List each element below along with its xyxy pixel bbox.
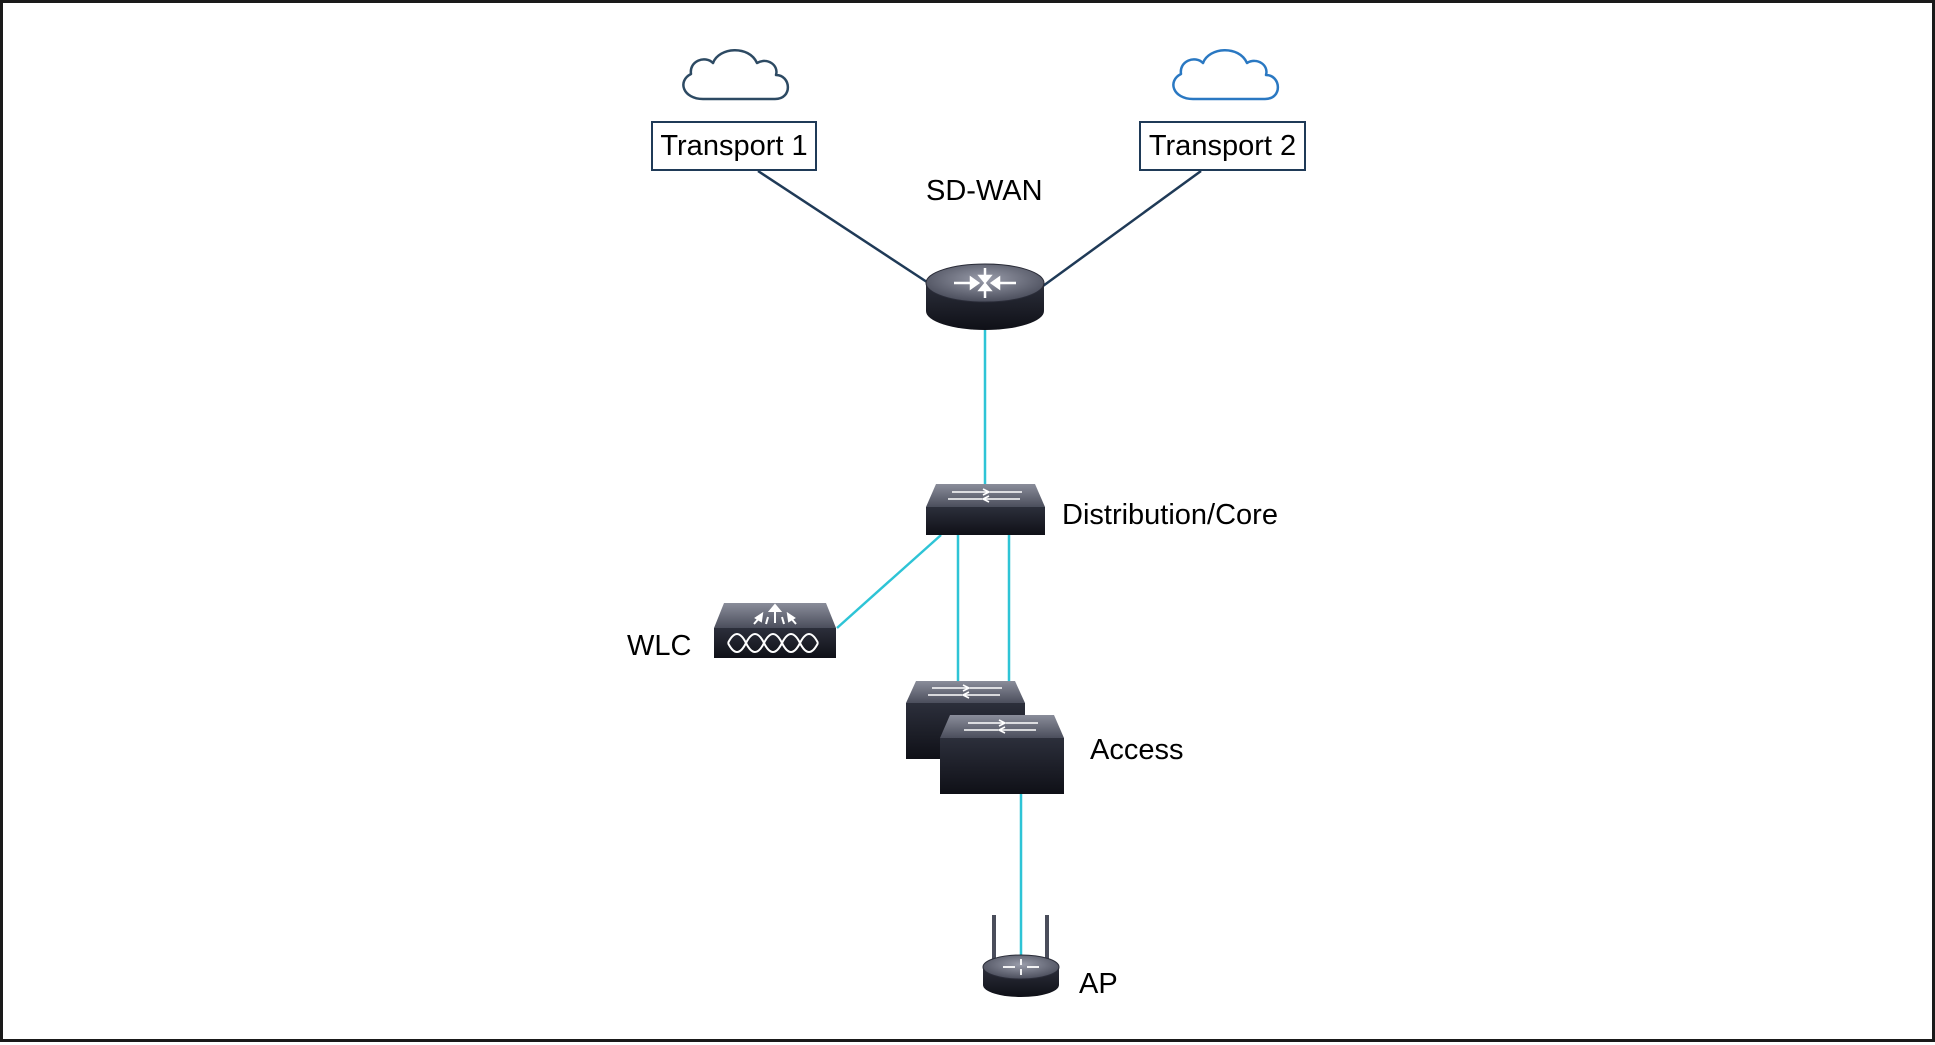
distribution-core-label: Distribution/Core <box>1062 499 1278 531</box>
router-icon <box>925 263 1045 330</box>
switch-stack-icon <box>906 681 1064 794</box>
access-label: Access <box>1090 734 1184 766</box>
access-point-icon <box>982 915 1060 997</box>
switch-icon <box>926 484 1045 535</box>
cloud-icon <box>1172 49 1280 101</box>
transport-1-box: Transport 1 <box>651 121 817 171</box>
link-distribution-wlc <box>836 534 942 629</box>
wireless-controller-icon <box>714 603 836 658</box>
switch-icon <box>940 715 1064 794</box>
transport-1-label: Transport 1 <box>660 129 808 162</box>
sdwan-label: SD-WAN <box>926 175 1043 207</box>
link-transport1-router <box>757 169 934 288</box>
network-diagram-canvas <box>682 49 1280 997</box>
cloud-icon <box>682 49 790 101</box>
transport-2-label: Transport 2 <box>1148 129 1297 162</box>
link-transport2-router <box>1042 169 1202 288</box>
ap-label: AP <box>1079 968 1118 1000</box>
transport-2-box: Transport 2 <box>1139 121 1306 171</box>
wlc-label: WLC <box>627 630 692 662</box>
